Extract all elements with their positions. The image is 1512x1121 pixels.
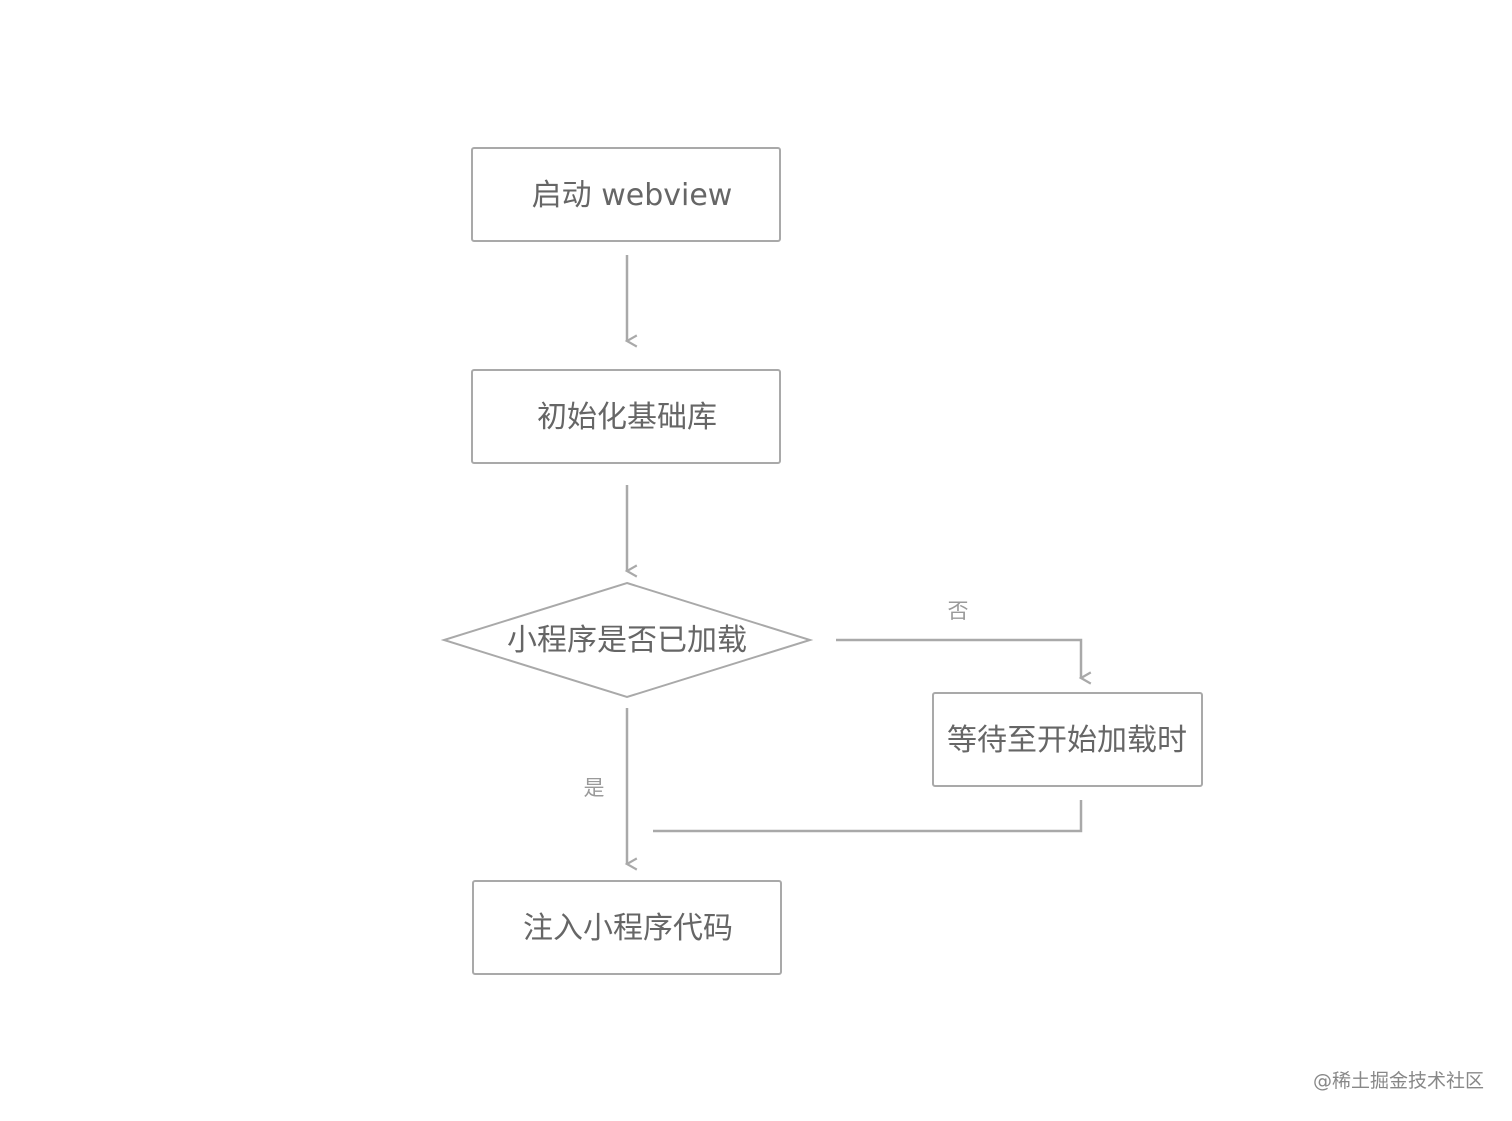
node-inject-code: 注入小程序代码 [472, 880, 782, 975]
node-is-loaded-decision: 小程序是否已加载 [440, 581, 814, 699]
node-wait-until-loading: 等待至开始加载时 [932, 692, 1203, 787]
node-inject-code-label: 注入小程序代码 [523, 911, 733, 946]
node-init-base-library-label: 初始化基础库 [537, 400, 717, 435]
edge-label-yes: 是 [584, 776, 605, 800]
edge-label-no: 否 [948, 599, 969, 623]
node-wait-until-loading-label: 等待至开始加载时 [947, 723, 1187, 758]
edge-no-branch [836, 638, 1092, 685]
node-init-base-library: 初始化基础库 [471, 369, 781, 464]
node-start-webview: 启动 webview [471, 147, 781, 242]
node-start-webview-label: 启动 webview [532, 178, 733, 213]
watermark-text: @稀土掘金技术社区 [1312, 1070, 1484, 1092]
edge-wait-return [653, 800, 1083, 833]
node-is-loaded-decision-label: 小程序是否已加载 [507, 623, 747, 658]
